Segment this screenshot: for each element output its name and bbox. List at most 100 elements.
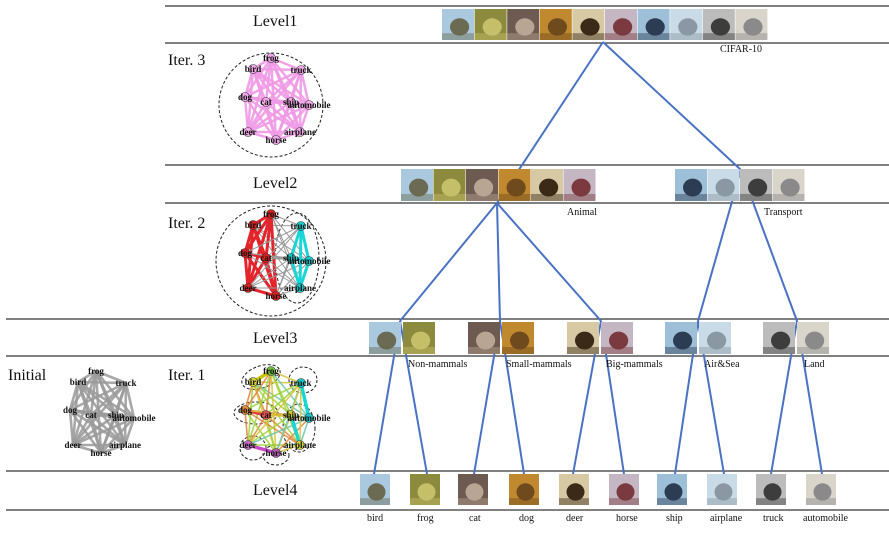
graph-edge: [289, 69, 303, 103]
graph-edge: [243, 96, 250, 133]
level4-label: Level4: [253, 482, 298, 499]
graph-node-label-cat: cat: [85, 410, 97, 420]
graph-node-label-truck: truck: [291, 65, 312, 75]
graph-edge: [269, 213, 278, 297]
graph-node-label-deer: deer: [240, 440, 257, 450]
graph-node-airplane: [295, 127, 305, 137]
graph-node-automobile: [304, 100, 314, 110]
graph-node-dog: [240, 405, 250, 415]
graph-edge: [275, 417, 310, 454]
cluster-outline: [262, 444, 290, 466]
graph-edge: [243, 213, 273, 254]
graph-node-airplane: [295, 283, 305, 293]
class-graph-iter1: birdfrogcatdogdeerhorseshipairplanetruck…: [233, 364, 331, 466]
graph-node-label-truck: truck: [291, 378, 312, 388]
graph-node-horse: [271, 448, 281, 458]
graph-edge: [72, 382, 127, 446]
image-thumbnails: [360, 9, 836, 505]
tree-edge-root-transport: [602, 41, 742, 171]
graph-edge: [123, 417, 136, 446]
thumbnail-l2-airplane: [707, 169, 740, 201]
graph-node-automobile: [304, 256, 314, 266]
graph-node-label-ship: ship: [283, 410, 299, 420]
graph-edge: [247, 100, 292, 134]
graph-edge: [247, 286, 277, 298]
graph-node-horse: [271, 291, 281, 301]
graph-node-ship: [286, 97, 296, 107]
thumbnail-l1-truck: [702, 9, 735, 40]
thumbnail-l1-horse: [605, 9, 637, 40]
graph-edge: [247, 257, 292, 289]
graph-edge: [265, 225, 302, 259]
thumbnail-l3-deer: [567, 322, 599, 354]
graph-edge: [270, 213, 302, 227]
graph-edge: [247, 103, 310, 134]
thumbnail-l4-frog: [410, 474, 440, 505]
graph-edge: [247, 370, 272, 446]
graph-edge: [68, 370, 98, 411]
graph-node-label-bird: bird: [245, 377, 262, 387]
graph-edge: [289, 257, 302, 289]
graph-node-label-airplane: airplane: [284, 440, 316, 450]
cluster-outline: [239, 435, 267, 461]
iter1-label: Iter. 1: [168, 367, 206, 384]
thumbnail-l3-automobile: [797, 322, 829, 354]
graph-edge: [265, 382, 302, 416]
tree-edge-animal-nonm: [399, 202, 498, 322]
graph-edge: [247, 225, 302, 289]
graph-edge: [270, 370, 310, 419]
graph-node-dog: [240, 92, 250, 102]
thumbnail-l1-dog: [539, 9, 572, 40]
graph-node-truck: [296, 378, 306, 388]
graph-edge: [95, 369, 127, 385]
graph-edge: [69, 381, 127, 412]
graph-edge: [275, 104, 310, 141]
graph-node-label-ship: ship: [108, 410, 124, 420]
graph-node-label-frog: frog: [88, 366, 104, 376]
graph-node-label-horse: horse: [266, 291, 287, 301]
graph-node-label-cat: cat: [260, 97, 272, 107]
thumbnail-l4-airplane: [707, 474, 737, 505]
thumbnail-l3-truck: [763, 322, 795, 354]
tree-edges: [373, 41, 823, 475]
graph-edge: [299, 69, 311, 106]
graph-node-label-automobile: automobile: [287, 413, 330, 423]
tree-edge-animal-smallm: [496, 202, 501, 322]
graph-edge: [299, 382, 311, 419]
graph-node-deer: [243, 440, 253, 450]
graph-edge: [244, 381, 254, 411]
graph-edge: [298, 225, 303, 289]
graph-node-cat: [261, 410, 271, 420]
group-land-label: Land: [804, 359, 825, 370]
graph-edge: [244, 225, 302, 254]
thumbnail-l2-dog: [498, 169, 531, 201]
initial-label: Initial: [8, 367, 47, 384]
level-rules: [6, 5, 889, 511]
graph-edge: [244, 382, 302, 411]
graph-edge: [71, 370, 98, 446]
leaf-label-dog: dog: [519, 513, 534, 524]
thumbnail-l3-horse: [601, 322, 633, 354]
graph-node-frog: [266, 209, 276, 219]
graph-edge: [298, 69, 303, 133]
graph-node-label-automobile: automobile: [287, 256, 330, 266]
thumbnail-l4-deer: [559, 474, 589, 505]
graph-node-label-bird: bird: [245, 64, 262, 74]
graph-node-ship: [286, 253, 296, 263]
leaf-label-automobile: automobile: [803, 513, 848, 524]
level1-label: Level1: [253, 13, 298, 30]
cluster-outline: [218, 52, 324, 158]
graph-edge: [270, 213, 310, 262]
iter2-label: Iter. 2: [168, 215, 206, 232]
graph-node-label-dog: dog: [238, 248, 253, 258]
leaf-label-bird: bird: [367, 513, 384, 524]
thumbnail-l4-horse: [609, 474, 639, 505]
thumbnail-l1-airplane: [670, 9, 703, 40]
cluster-outline: [241, 364, 281, 390]
graph-edge: [299, 225, 311, 262]
thumbnail-l4-dog: [509, 474, 539, 505]
thumbnail-l2-cat: [466, 169, 498, 201]
level2-label: Level2: [253, 175, 298, 192]
thumbnail-l1-bird: [442, 9, 474, 40]
